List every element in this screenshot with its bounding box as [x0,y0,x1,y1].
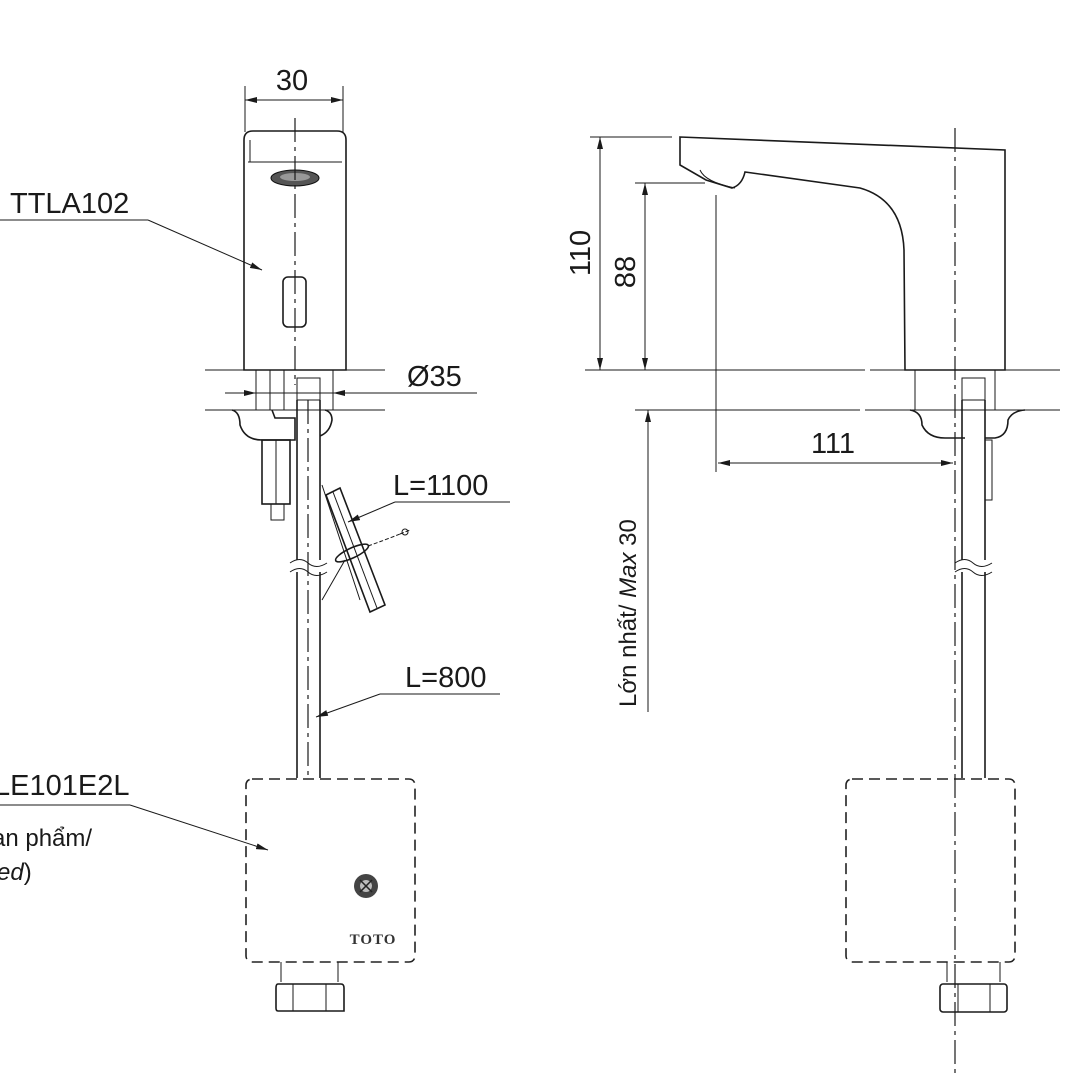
max-thickness-value: 30 [615,519,642,552]
diameter-dimension: Ø35 [225,361,477,396]
width-dim-text: 30 [276,65,308,97]
spout-height-dimension: 88 [610,182,705,370]
front-view: 30 Ø35 [0,65,510,1012]
diameter-dim-text: Ø35 [407,361,462,393]
hose [321,484,411,614]
control-box-note-end: ) [24,859,32,886]
side-view: 110 88 Lớn nhất/ Max 30 111 [565,128,1060,1075]
control-box-note-line1: an phẩm/ [0,825,92,852]
max-thickness-dimension: Lớn nhất/ Max 30 [615,410,651,712]
supply-pipe-side [954,400,993,778]
brand-logo: TOTO [350,932,397,948]
model-callout: TTLA102 [0,188,263,271]
hose-length-text: L=1100 [393,470,488,502]
hose-length-callout: L=1100 [347,470,510,523]
reach-dimension: 111 [715,195,953,472]
height-dim-text: 110 [565,230,597,276]
pipe-length-callout: L=800 [315,662,500,718]
faucet-body-side [679,128,1006,1075]
svg-text:ed): ed) [0,859,32,886]
faucet-body-front [243,118,347,385]
max-thickness-italic: Max [615,552,642,598]
height-dimension: 110 [565,136,672,370]
max-thickness-label: Lớn nhất/ [615,598,642,707]
control-box-front: TOTO [245,778,416,1012]
control-box-note-italic: ed [0,859,24,886]
width-dimension: 30 [244,65,344,132]
toto-logo-mark [354,874,378,898]
control-box-side [845,778,1016,1013]
model-label: TTLA102 [10,188,129,220]
svg-text:Lớn nhất/ Max 30: Lớn nhất/ Max 30 [615,519,642,707]
reach-dim-text: 111 [811,428,855,460]
pipe-length-text: L=800 [405,662,486,694]
control-box-label: LE101E2L [0,770,129,802]
control-box-callout: LE101E2L an phẩm/ ed) [0,770,269,886]
supply-pipe-front [289,400,328,778]
spout-height-dim-text: 88 [610,256,642,288]
